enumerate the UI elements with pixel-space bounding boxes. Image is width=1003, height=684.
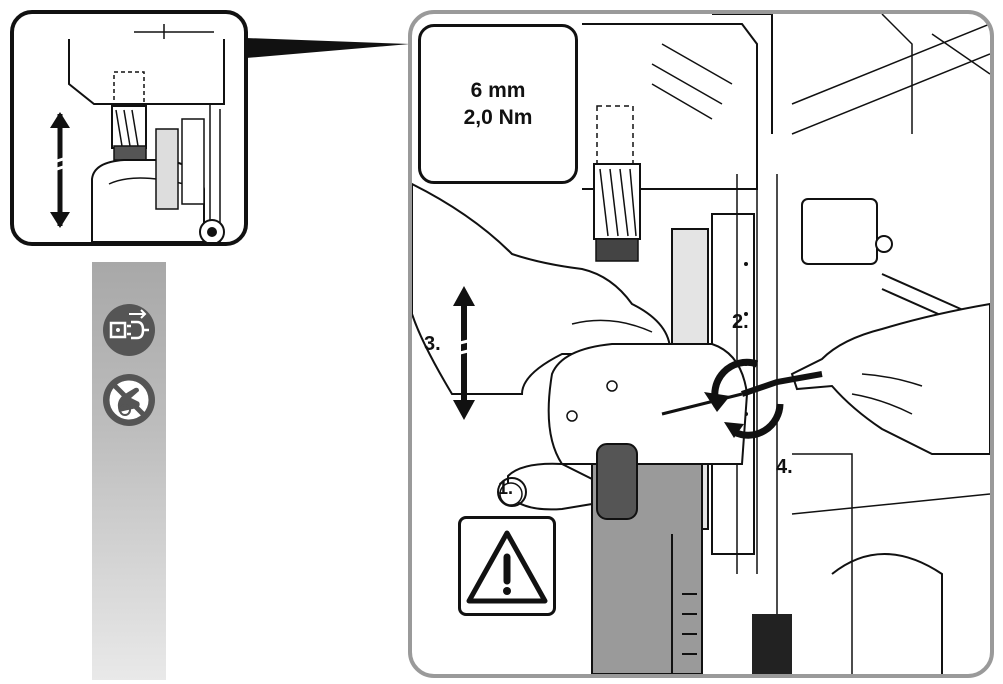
warning-box [458,516,556,616]
step-3-label: 3. [424,333,441,355]
do-not-touch-rotating-icon [103,374,155,426]
detail-illustration [50,24,225,242]
warning-triangle-icon [466,530,548,604]
torque-label: 2,0 Nm [463,106,533,129]
safety-strip [92,262,166,680]
main-illustration [412,14,990,674]
step-1-label: 1. [498,478,514,498]
unplug-before-work-icon [103,304,155,356]
step-4-label: 4. [776,456,793,478]
spec-box: 6 mm 2,0 Nm [418,24,578,184]
bit-size-label: 6 mm [470,79,526,102]
step-2-label: 2. [732,311,749,333]
detail-inset [10,10,248,246]
